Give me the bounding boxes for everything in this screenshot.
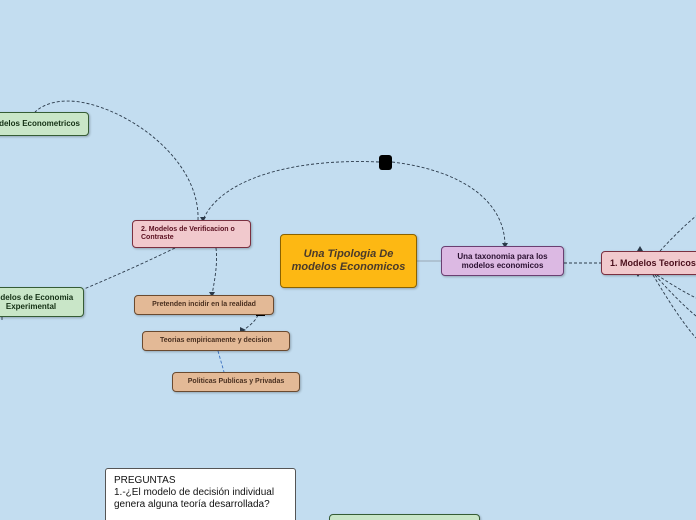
node-modelos-verificacion-label: 2. Modelos de Verificacion o Contraste — [141, 225, 235, 241]
arrowhead-teoricos-up — [637, 246, 643, 251]
arrowhead-verificacion — [200, 217, 206, 222]
hub-node[interactable] — [379, 155, 392, 170]
node-pretenden-incidir[interactable]: Pretenden incidir en la realidad — [134, 295, 274, 315]
node-economia-experimental-label: Modelos de Economia Experimental — [0, 292, 74, 311]
node-modelos-teoricos[interactable]: 1. Modelos Teoricos — [601, 251, 696, 275]
link-teoricos-right-1 — [656, 274, 696, 299]
link-verificacion-pretenden — [211, 247, 217, 296]
central-topic[interactable]: Una Tipologia De modelos Economicos — [280, 234, 417, 288]
link-verificacion-experimental — [83, 247, 176, 290]
arrowhead-taxonomia — [502, 243, 508, 248]
questions-note[interactable]: PREGUNTAS 1.-¿El modelo de decisión indi… — [105, 468, 296, 520]
link-verificacion-econometricos — [34, 100, 199, 221]
link-teoricos-up — [659, 215, 696, 252]
node-modelos-teoricos-label: 1. Modelos Teoricos — [610, 257, 696, 268]
link-hub-taxonomia — [391, 161, 506, 247]
link-hub-verificacion — [202, 161, 380, 221]
central-topic-label: Una Tipologia De modelos Economicos — [291, 248, 406, 273]
node-modelos-econometricos[interactable]: Modelos Econometricos — [0, 112, 89, 136]
questions-note-body: 1.-¿El modelo de decisión individual gen… — [114, 487, 277, 510]
node-teorias-empiricamente[interactable]: Teorias empiricamente y decision — [142, 331, 290, 351]
node-modelos-econometricos-label: Modelos Econometricos — [0, 119, 80, 129]
node-politicas-publicas[interactable]: Politicas Publicas y Privadas — [172, 372, 300, 392]
node-taxonomia[interactable]: Una taxonomia para los modelos economico… — [441, 246, 564, 276]
questions-note-title: PREGUNTAS — [114, 475, 176, 486]
node-teorias-empiricamente-label: Teorias empiricamente y decision — [160, 336, 272, 344]
node-bottom-green[interactable] — [329, 514, 480, 520]
link-teoricos-right-2 — [654, 274, 696, 317]
link-teorias-politicas — [217, 350, 225, 373]
arrowhead-pretenden — [209, 292, 215, 297]
link-teoricos-right-3 — [652, 274, 696, 339]
link-pretenden-teorias — [241, 314, 259, 332]
node-modelos-verificacion[interactable]: 2. Modelos de Verificacion o Contraste — [132, 220, 251, 248]
node-pretenden-incidir-label: Pretenden incidir en la realidad — [152, 300, 256, 308]
node-taxonomia-label: Una taxonomia para los modelos economico… — [457, 251, 548, 270]
node-politicas-publicas-label: Politicas Publicas y Privadas — [187, 377, 285, 385]
node-economia-experimental[interactable]: Modelos de Economia Experimental — [0, 287, 84, 317]
